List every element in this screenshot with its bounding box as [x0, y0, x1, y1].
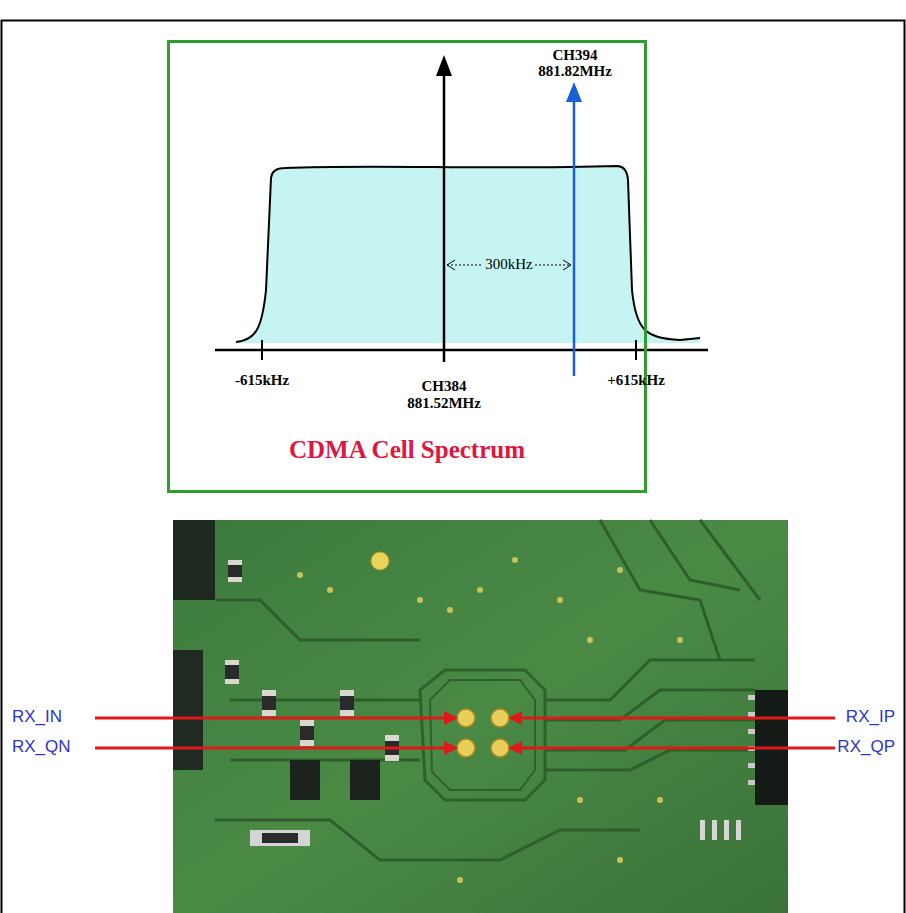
pcb-photo-part — [340, 690, 354, 716]
test-pads — [457, 709, 509, 757]
pointer-arrows-part — [95, 717, 446, 720]
frequency-axis-part — [215, 349, 708, 352]
test-pads-part — [457, 739, 475, 757]
pcb-photo-part — [350, 760, 380, 800]
offset-dimension-part — [563, 260, 571, 270]
pointer-arrows-part — [508, 711, 522, 725]
spectrum-shape-part — [236, 166, 700, 342]
pcb-photo-part — [457, 877, 463, 883]
pcb-photo-part — [262, 833, 298, 843]
pointer-arrows-part — [444, 741, 458, 755]
pcb-photo-part — [657, 797, 663, 803]
pcb-photo-part — [290, 760, 320, 800]
pcb-photo-part — [250, 830, 310, 846]
outer-frame-part — [2, 21, 905, 913]
frequency-axis-part — [635, 340, 637, 360]
frequency-axis-part — [261, 340, 263, 360]
pcb-photo-part — [215, 820, 640, 860]
pcb-photo-part — [173, 520, 215, 600]
test-pads-part — [491, 709, 509, 727]
frequency-label: 881.82MHz — [538, 63, 612, 80]
pcb-photo-part — [262, 696, 276, 710]
pcb-photo-part — [748, 729, 755, 734]
pcb-photo-part — [340, 696, 354, 710]
pcb-photo-part — [545, 720, 755, 750]
pcb-photo-part — [228, 560, 242, 582]
pointer-arrows-part — [95, 747, 446, 750]
pointer-arrows-part — [508, 741, 522, 755]
pcb-photo-part — [230, 699, 420, 702]
signal-name: RX_QP — [837, 737, 895, 757]
offset-dimension-part — [447, 260, 455, 270]
band-edge-label: -615kHz — [235, 372, 289, 389]
frequency-label: 881.52MHz — [407, 395, 481, 412]
channel-label: CH384 — [422, 378, 467, 395]
band-edge-label: +615kHz — [607, 372, 665, 389]
test-pads-part — [491, 739, 509, 757]
pcb-photo-part — [557, 597, 563, 603]
pointer-arrows — [95, 711, 835, 755]
pcb-photo-part — [545, 660, 755, 700]
pcb-photo-part — [512, 557, 518, 563]
spectrum-shape-part — [236, 166, 700, 343]
pcb-photo-part — [225, 665, 239, 679]
outer-frame — [2, 21, 905, 913]
pcb-photo-part — [677, 637, 683, 643]
pcb-photo-part — [700, 520, 760, 600]
pcb-photo-part — [215, 600, 420, 640]
pcb-photo-part — [748, 712, 755, 717]
pcb-photo-part — [545, 690, 755, 720]
signal-name: RX_IP — [846, 707, 895, 727]
pcb-photo-part — [300, 726, 314, 740]
pcb-photo-part — [430, 680, 535, 790]
pcb-photo-part — [447, 607, 453, 613]
test-pads-part — [457, 709, 475, 727]
pcb-photo-part — [327, 587, 333, 593]
carrier-arrow-part — [436, 55, 452, 76]
pcb-photo-part — [417, 597, 423, 603]
pcb-photo-part — [371, 552, 389, 570]
tone-arrow-part — [573, 98, 576, 376]
channel-label: CH394 — [553, 47, 598, 64]
pcb-photo-part — [545, 750, 755, 770]
pcb-photo-part — [600, 520, 720, 660]
pcb-photo-part — [225, 660, 239, 684]
offset-dimension: 300kHz — [483, 256, 535, 273]
tone-arrow-part — [566, 82, 582, 102]
pcb-photo-part — [712, 820, 717, 840]
spectrum-shape — [236, 166, 700, 343]
pcb-photo-part — [173, 650, 203, 770]
signal-name: RX_QN — [12, 737, 71, 757]
pcb-photo-part — [300, 720, 314, 746]
pcb-photo-part — [262, 690, 276, 716]
frequency-axis — [215, 340, 708, 360]
pcb-photo-part — [577, 797, 583, 803]
pcb-photo-part — [297, 572, 303, 578]
pcb-photo-part — [617, 567, 623, 573]
pcb-photo-part — [748, 763, 755, 768]
pcb-photo-part — [748, 780, 755, 785]
pcb-photo-part — [587, 637, 593, 643]
pcb-photo-part — [748, 695, 755, 700]
pcb-photo-part — [736, 820, 741, 840]
signal-name: RX_IN — [12, 707, 62, 727]
spectrum-panel: CDMA Cell Spectrum — [167, 40, 647, 493]
pointer-arrows-part — [522, 717, 835, 720]
pcb-photo-part — [724, 820, 729, 840]
pcb-photo-part — [420, 670, 545, 800]
pcb-photo-part — [617, 857, 623, 863]
pcb-photo-part — [228, 565, 242, 577]
tone-arrow — [566, 82, 582, 376]
pointer-arrows-part — [444, 711, 458, 725]
pointer-arrows-part — [522, 747, 835, 750]
panel-caption: CDMA Cell Spectrum — [289, 436, 525, 464]
pcb-photo-part — [700, 820, 705, 840]
carrier-arrow-part — [443, 72, 446, 362]
pcb-photo-part — [477, 587, 483, 593]
carrier-arrow — [436, 55, 452, 362]
